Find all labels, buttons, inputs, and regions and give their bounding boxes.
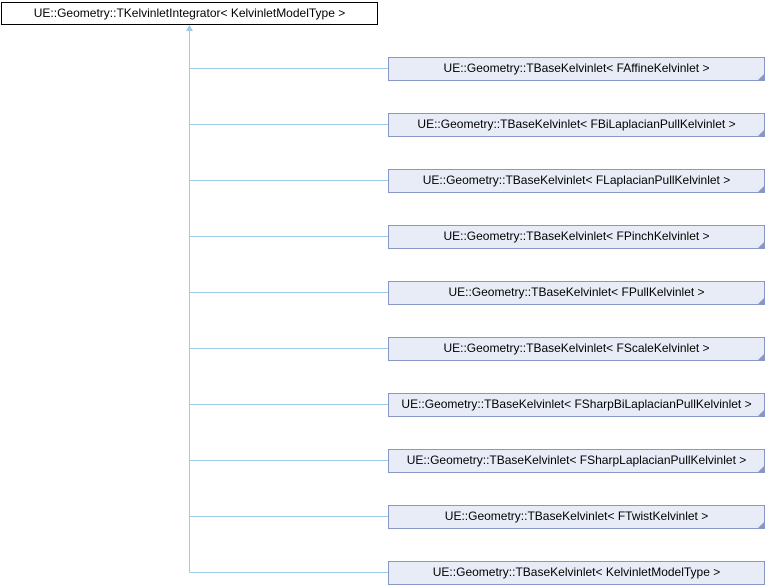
truncated-corner-icon	[758, 410, 764, 416]
derived-class-label: UE::Geometry::TBaseKelvinlet< FTwistKelv…	[444, 509, 709, 523]
derived-class-label: UE::Geometry::TBaseKelvinlet< KelvinletM…	[432, 565, 721, 579]
derived-class-node[interactable]: UE::Geometry::TBaseKelvinlet< FSharpBiLa…	[388, 393, 765, 417]
truncated-corner-icon	[758, 466, 764, 472]
derived-class-node[interactable]: UE::Geometry::TBaseKelvinlet< FAffineKel…	[388, 57, 765, 81]
truncated-corner-icon	[758, 74, 764, 80]
truncated-corner-icon	[758, 242, 764, 248]
derived-class-node[interactable]: UE::Geometry::TBaseKelvinlet< FScaleKelv…	[388, 337, 765, 361]
truncated-corner-icon	[758, 298, 764, 304]
truncated-corner-icon	[758, 354, 764, 360]
derived-class-label: UE::Geometry::TBaseKelvinlet< FScaleKelv…	[443, 341, 710, 355]
derived-class-label: UE::Geometry::TBaseKelvinlet< FSharpBiLa…	[401, 397, 752, 411]
derived-class-node[interactable]: UE::Geometry::TBaseKelvinlet< FPinchKelv…	[388, 225, 765, 249]
base-class-node[interactable]: UE::Geometry::TKelvinletIntegrator< Kelv…	[1, 2, 378, 25]
derived-class-label: UE::Geometry::TBaseKelvinlet< FPullKelvi…	[448, 285, 705, 299]
derived-class-label: UE::Geometry::TBaseKelvinlet< FPinchKelv…	[443, 229, 710, 243]
derived-class-label: UE::Geometry::TBaseKelvinlet< FLaplacian…	[422, 173, 731, 187]
derived-class-node[interactable]: UE::Geometry::TBaseKelvinlet< FSharpLapl…	[388, 449, 765, 473]
derived-class-node[interactable]: UE::Geometry::TBaseKelvinlet< FBiLaplaci…	[388, 113, 765, 137]
truncated-corner-icon	[758, 186, 764, 192]
derived-class-node[interactable]: UE::Geometry::TBaseKelvinlet< FLaplacian…	[388, 169, 765, 193]
derived-class-node[interactable]: UE::Geometry::TBaseKelvinlet< KelvinletM…	[388, 561, 765, 585]
inheritance-arrow-icon	[186, 25, 193, 31]
truncated-corner-icon	[758, 522, 764, 528]
truncated-corner-icon	[758, 130, 764, 136]
derived-class-node[interactable]: UE::Geometry::TBaseKelvinlet< FTwistKelv…	[388, 505, 765, 529]
derived-class-label: UE::Geometry::TBaseKelvinlet< FAffineKel…	[443, 61, 710, 75]
derived-class-label: UE::Geometry::TBaseKelvinlet< FBiLaplaci…	[417, 117, 736, 131]
derived-class-label: UE::Geometry::TBaseKelvinlet< FSharpLapl…	[406, 453, 747, 467]
derived-class-node[interactable]: UE::Geometry::TBaseKelvinlet< FPullKelvi…	[388, 281, 765, 305]
